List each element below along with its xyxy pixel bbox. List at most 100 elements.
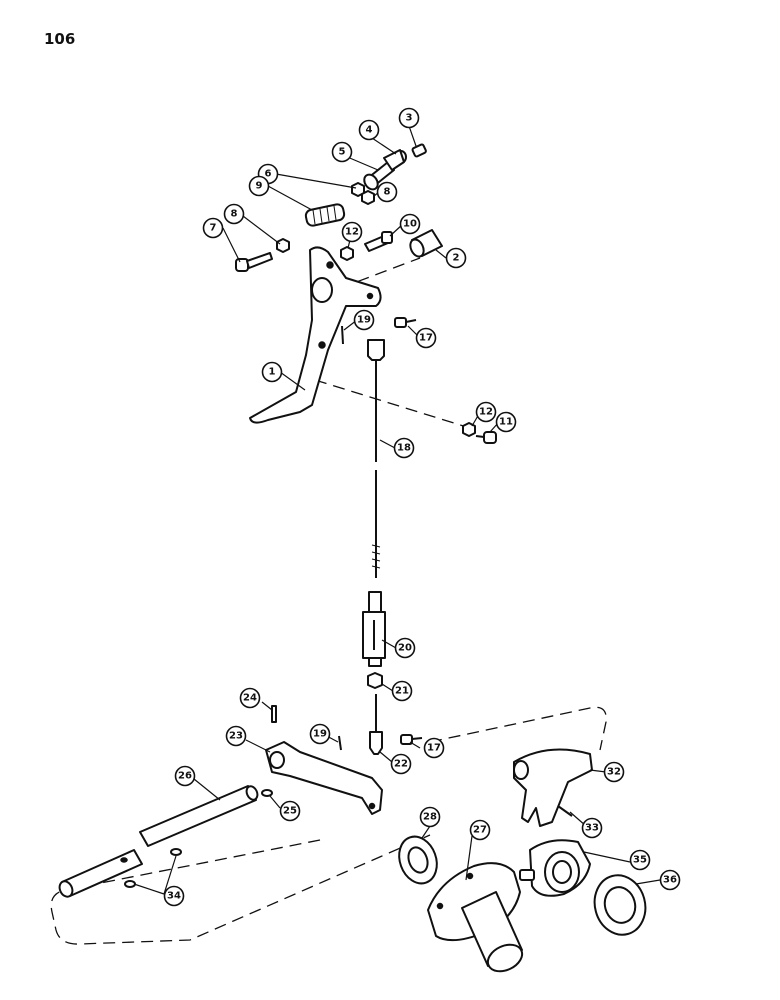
alignment-line-clutch	[50, 706, 607, 945]
callout-label: 12	[479, 407, 493, 418]
callout-8-right: 8	[376, 181, 398, 203]
cotter-pin-19-lower	[338, 735, 342, 751]
alignment-line-lower	[314, 379, 471, 429]
callout-4: 4	[358, 119, 380, 141]
callout-label: 10	[403, 219, 417, 230]
clevis-pin-17-upper	[394, 317, 417, 328]
callout-label: 18	[397, 443, 411, 454]
callout-label: 3	[406, 113, 413, 124]
callout-label: 27	[473, 825, 487, 836]
callout-11: 11	[495, 411, 517, 433]
callout-label: 22	[394, 759, 408, 770]
callout-17-lower: 17	[423, 737, 445, 759]
ball-bearing-36	[593, 874, 647, 936]
callout-12-lower: 12	[475, 401, 497, 423]
turnbuckle-20	[362, 591, 386, 667]
cross-shaft-26	[58, 785, 259, 898]
callout-9: 9	[248, 175, 270, 197]
callout-label: 32	[607, 767, 621, 778]
bushing-2	[409, 229, 443, 258]
callout-label: 35	[633, 855, 647, 866]
callout-label: 28	[423, 812, 437, 823]
callout-label: 26	[178, 771, 192, 782]
callout-36: 36	[659, 869, 681, 891]
callout-21: 21	[391, 680, 413, 702]
cotter-pin-19-upper	[341, 325, 344, 345]
callout-10: 10	[399, 213, 421, 235]
callout-label: 20	[398, 643, 412, 654]
cap-screw-3	[411, 143, 427, 158]
callout-label: 21	[395, 686, 409, 697]
callout-label: 9	[256, 181, 263, 192]
clutch-pedal-1	[249, 246, 382, 424]
callout-8-left: 8	[223, 203, 245, 225]
callout-label: 8	[384, 187, 391, 198]
callout-26: 26	[174, 765, 196, 787]
callout-label: 19	[313, 729, 327, 740]
callout-1: 1	[261, 361, 283, 383]
bolt-10	[364, 231, 393, 252]
callout-label: 2	[453, 253, 460, 264]
key-25	[261, 789, 273, 797]
callout-label: 6	[265, 169, 272, 180]
callout-label: 33	[585, 823, 599, 834]
pivot-pin-5	[363, 149, 405, 191]
callout-label: 36	[663, 875, 677, 886]
roll-pin-24	[271, 705, 277, 723]
release-fork-32	[513, 748, 593, 827]
callout-label: 12	[345, 227, 359, 238]
callout-label: 5	[339, 147, 346, 158]
callout-label: 11	[499, 417, 513, 428]
nut-8-left	[276, 238, 290, 253]
callout-33: 33	[581, 817, 603, 839]
nut-12-upper	[340, 246, 354, 261]
bolt-11	[475, 431, 497, 444]
callout-label: 7	[210, 223, 217, 234]
callout-34: 34	[163, 885, 185, 907]
callout-24: 24	[239, 687, 261, 709]
page-number: 106	[44, 30, 76, 48]
callout-label: 17	[419, 333, 433, 344]
callout-22: 22	[390, 753, 412, 775]
callout-3: 3	[398, 107, 420, 129]
oil-seal-28	[398, 835, 438, 885]
callout-23: 23	[225, 725, 247, 747]
callout-label: 1	[269, 367, 276, 378]
leader-lines	[133, 125, 661, 895]
callout-19-lower: 19	[309, 723, 331, 745]
callout-27: 27	[469, 819, 491, 841]
callout-5: 5	[331, 141, 353, 163]
callout-label: 24	[243, 693, 257, 704]
key-34-lower	[124, 880, 136, 888]
callout-2: 2	[445, 247, 467, 269]
callout-32: 32	[603, 761, 625, 783]
callout-12-upper: 12	[341, 221, 363, 243]
callout-label: 8	[231, 209, 238, 220]
callout-17-upper: 17	[415, 327, 437, 349]
callout-25: 25	[279, 800, 301, 822]
callout-label: 4	[366, 125, 373, 136]
clevis-pin-17-lower	[400, 734, 423, 745]
yoke-22	[369, 694, 383, 755]
callout-19-upper: 19	[353, 309, 375, 331]
clutch-rod-18	[367, 339, 385, 578]
callout-20: 20	[394, 637, 416, 659]
nut-8-upper	[361, 190, 375, 205]
callout-label: 25	[283, 806, 297, 817]
callout-28: 28	[419, 806, 441, 828]
return-spring-9	[304, 203, 346, 227]
release-lever-23	[265, 741, 383, 815]
callout-label: 34	[167, 891, 181, 902]
callout-18: 18	[393, 437, 415, 459]
callout-label: 17	[427, 743, 441, 754]
bolt-7	[235, 252, 273, 272]
callout-7: 7	[202, 217, 224, 239]
release-carrier-27	[427, 862, 524, 973]
alignment-line-upper	[321, 257, 421, 296]
callout-label: 23	[229, 731, 243, 742]
callout-35: 35	[629, 849, 651, 871]
release-bearing-35	[519, 839, 591, 897]
jam-nut-21	[367, 672, 383, 689]
